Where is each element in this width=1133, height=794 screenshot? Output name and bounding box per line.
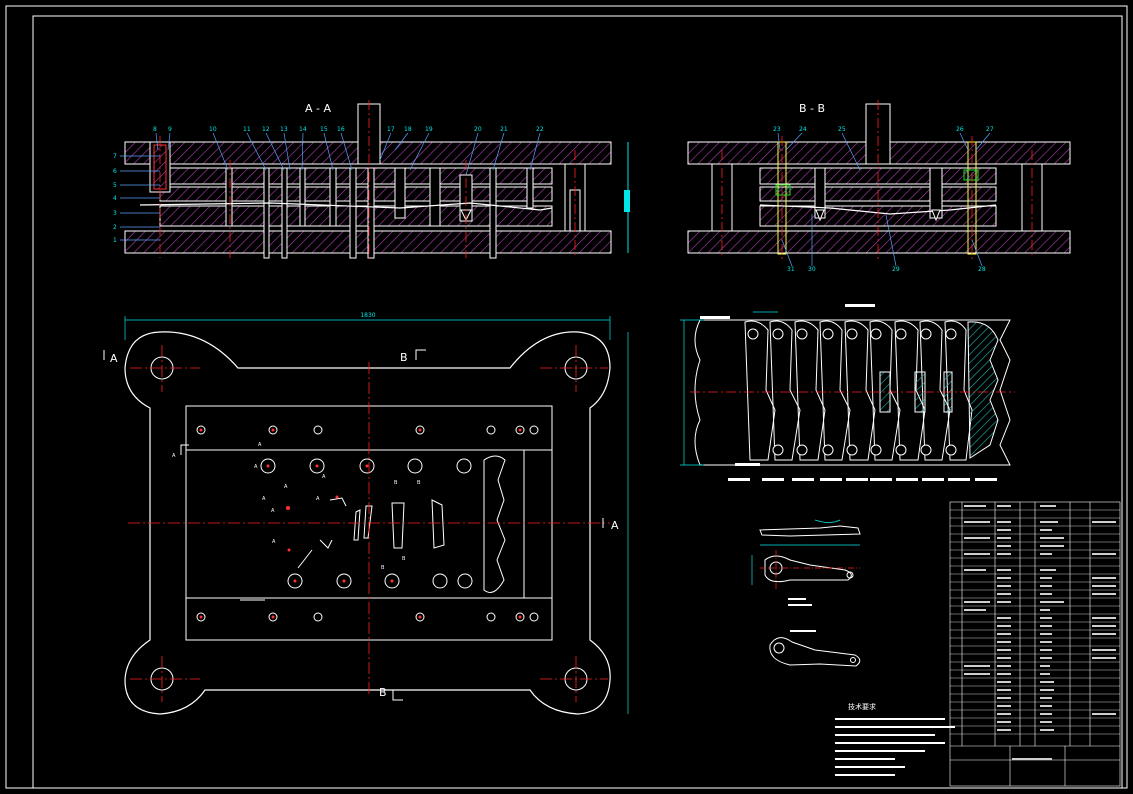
part-label: 5 [113,182,117,189]
small-a-label: A [316,496,320,502]
plan-width-dimension: 1830 [360,312,375,319]
part-label: 15 [320,126,328,133]
cut-a-label: A [110,352,118,365]
small-a-label: A [258,442,262,448]
part-label: 31 [787,266,795,273]
part-label: 22 [536,126,544,133]
section-a-title: A - A [305,102,331,115]
part-label: 7 [113,153,117,160]
small-a-label: A [262,496,266,502]
notes-title: 技术要求 [848,702,876,711]
part-label: 18 [404,126,412,133]
part-label: 30 [808,266,816,273]
part-label: 21 [500,126,508,133]
part-label: 26 [956,126,964,133]
part-label: 12 [262,126,270,133]
small-a-label: A [284,484,288,490]
small-b-label: B [417,480,421,486]
part-label: 20 [474,126,482,133]
small-a-label: A [322,474,326,480]
section-b-view: B - B [687,100,1071,273]
part-label: 11 [243,126,251,133]
part-label: 9 [168,126,172,133]
small-a-label: A [272,539,276,545]
part-label: 23 [773,126,781,133]
small-a-label: A [172,453,176,459]
part-label: 14 [299,126,307,133]
bill-of-materials [949,501,1121,787]
part-label: 10 [209,126,217,133]
part-label: 4 [113,195,117,202]
part-label: 8 [153,126,157,133]
part-label: 24 [799,126,807,133]
strip-layout [680,304,1015,481]
cut-b-label: B [400,351,408,364]
cut-b-label: B [379,686,387,699]
small-a-label: A [254,464,258,470]
small-a-label: A [271,508,275,514]
part-label: 25 [838,126,846,133]
part-label: 2 [113,224,117,231]
die-set-outline [124,331,611,715]
part-label: 13 [280,126,288,133]
cut-a-label: A [611,519,619,532]
section-b-title: B - B [799,102,825,115]
part-label: 1 [113,237,117,244]
small-b-label: B [394,480,398,486]
small-b-label: B [381,565,385,571]
drawing-frame [5,5,1128,789]
part-label: 3 [113,210,117,217]
small-b-label: B [402,556,406,562]
plan-view: 1830 A B A B A A A A A A A A A B B B B [103,312,629,715]
technical-notes: 技术要求 [835,702,955,776]
part-label: 29 [892,266,900,273]
part-label: 6 [113,168,117,175]
part-label: 19 [425,126,433,133]
section-a-view: A - A [113,100,630,262]
bom-rows [950,509,1120,735]
part-label: 16 [337,126,345,133]
part-detail-views [751,519,861,667]
part-label: 27 [986,126,994,133]
bom-text-marks [964,505,1116,760]
part-label: 17 [387,126,395,133]
part-label: 28 [978,266,986,273]
